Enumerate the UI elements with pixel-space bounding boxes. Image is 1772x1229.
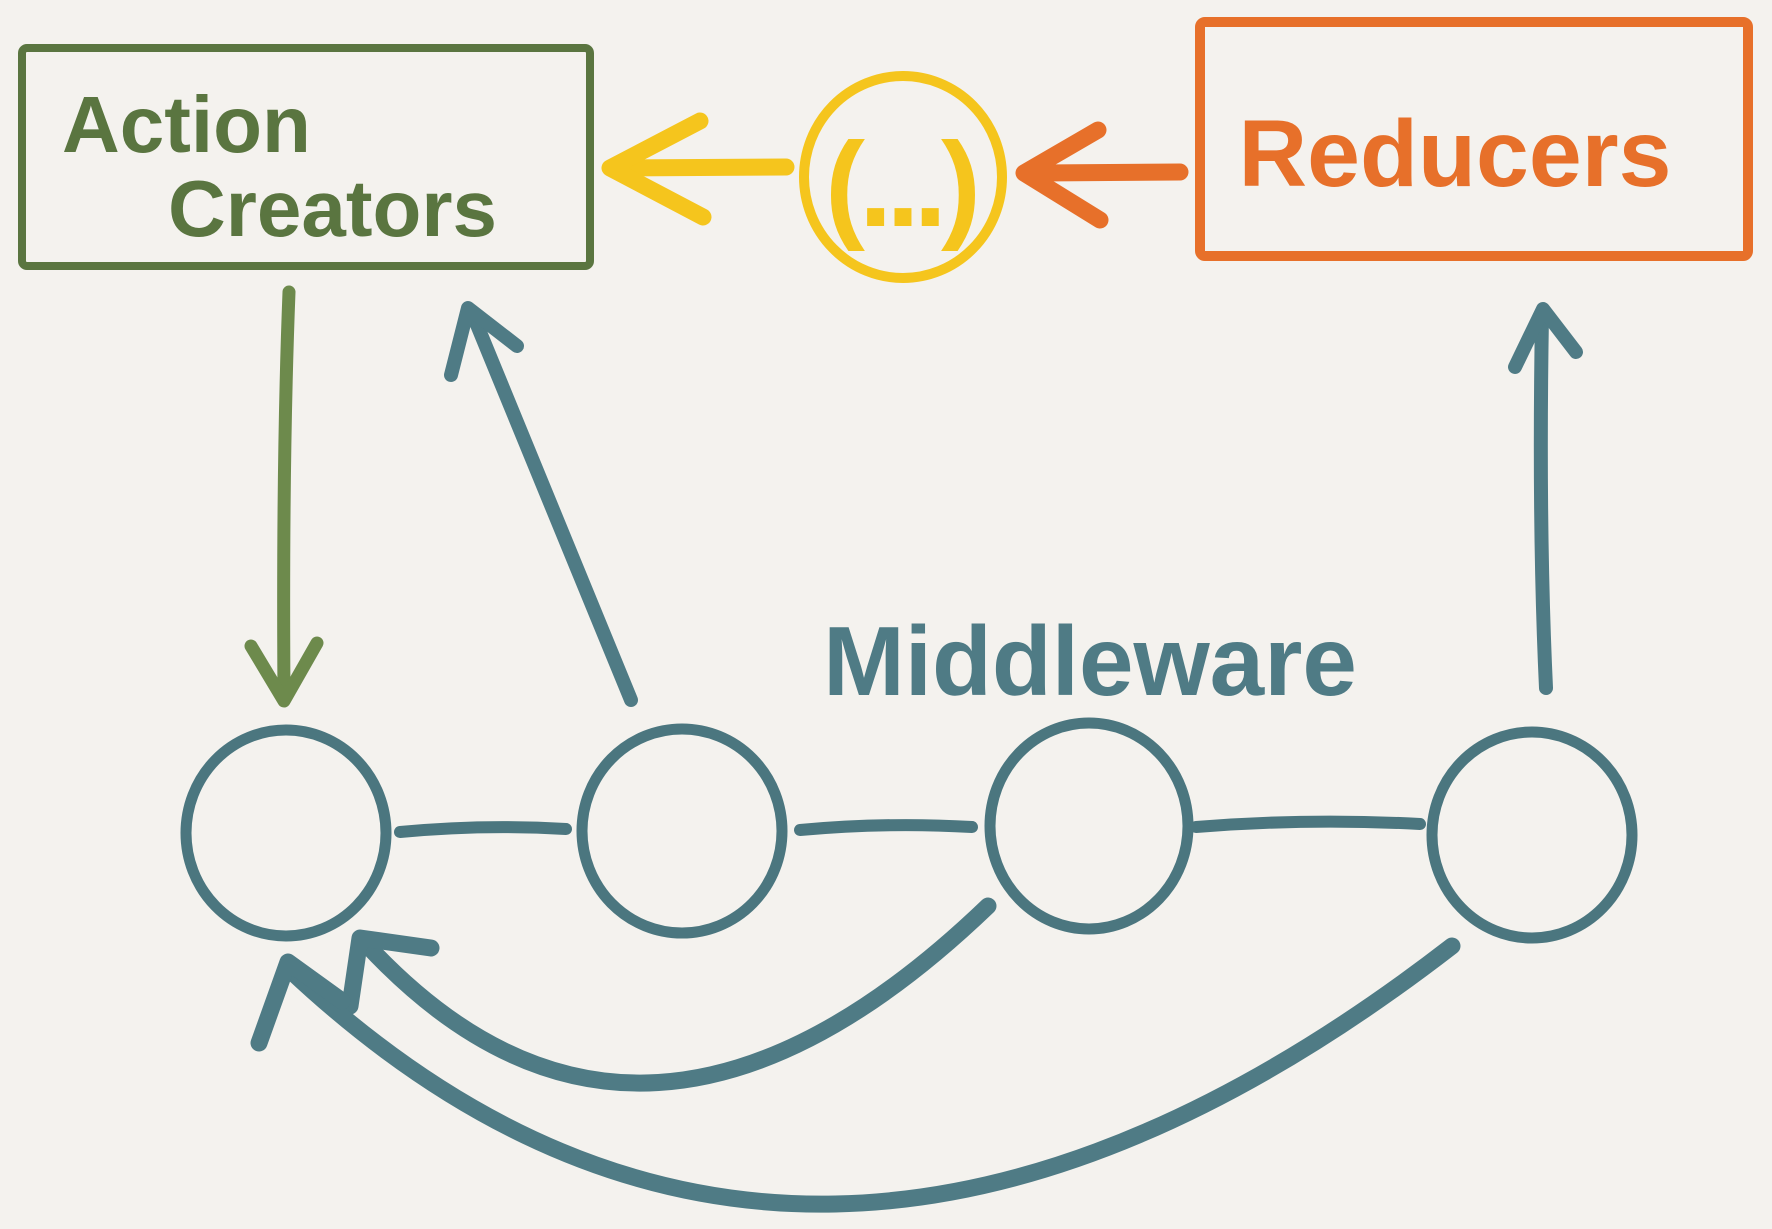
reducers-label: Reducers [1239, 101, 1672, 207]
arrow-head [250, 953, 351, 1052]
arrow-middleware-4-to-middleware-1 [250, 937, 1461, 1213]
arrow-reducers-to-dispatch [1015, 121, 1189, 229]
reducers-box [1195, 17, 1753, 261]
arrow-head [1508, 302, 1583, 374]
middleware-label: Middleware [823, 606, 1357, 716]
arrow-head [444, 301, 524, 382]
middleware-connector-2 [794, 819, 978, 836]
arrow-stem [466, 308, 638, 707]
middleware-node-3 [984, 717, 1194, 935]
dispatch-node: (...) [799, 71, 1007, 283]
action-creators-box [18, 44, 594, 270]
arrow-head [244, 636, 324, 708]
arrow-head [601, 112, 712, 226]
action-creators-node: Action Creators [18, 44, 594, 270]
middleware-node-1 [180, 724, 392, 942]
arrow-middleware-to-action-creators [444, 301, 638, 707]
arrow-stem [281, 937, 1461, 1213]
action-creators-label-line1: Action [62, 80, 311, 169]
arrow-head [341, 929, 440, 1015]
arrow-head [1015, 121, 1109, 229]
arrow-dispatch-to-action-creators [601, 112, 795, 226]
middleware-connector-1 [394, 821, 572, 838]
reducers-node: Reducers [1195, 17, 1753, 261]
arrow-stem [615, 158, 795, 177]
middleware-connector-3 [1190, 815, 1426, 833]
dispatch-circle [799, 71, 1007, 283]
arrow-stem [357, 897, 997, 1092]
arrow-action-creators-to-middleware [244, 285, 324, 708]
arrow-middleware-3-to-middleware-1 [341, 897, 997, 1092]
arrow-stem [277, 285, 296, 701]
arrow-stem [1533, 308, 1553, 695]
action-creators-label-line2: Creators [168, 164, 497, 253]
middleware-node-2 [576, 723, 788, 939]
middleware-chain [180, 717, 1638, 944]
middleware-node-4 [1426, 726, 1638, 944]
arrow-middleware-to-reducers [1508, 302, 1583, 695]
arrow-stem [1031, 163, 1189, 182]
dispatch-symbol-label: (...) [825, 118, 975, 252]
